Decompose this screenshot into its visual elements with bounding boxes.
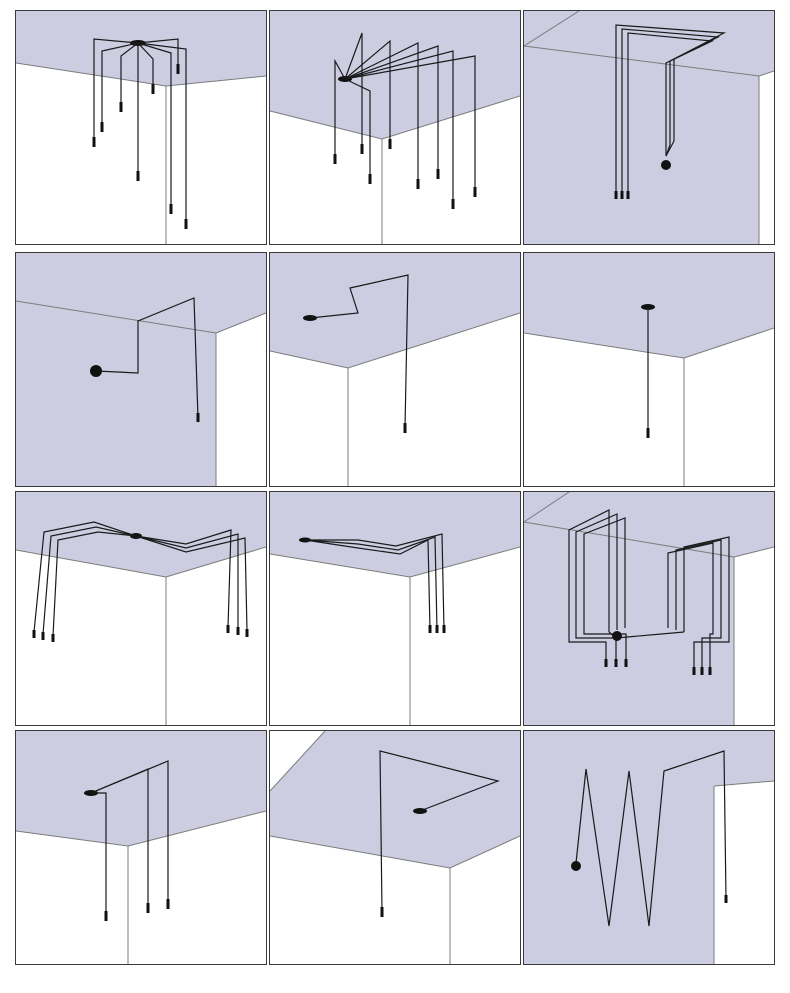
panel-ceiling-split-6 bbox=[15, 491, 267, 726]
panel-ceiling-side-3 bbox=[269, 491, 521, 726]
panel-ceiling-triple-corner bbox=[15, 730, 267, 965]
spider-radial-diagram bbox=[16, 11, 266, 244]
panel-spider-radial-8 bbox=[15, 10, 267, 245]
panel-wall-single-zigzag bbox=[15, 252, 267, 487]
wall-single-zigzag-diagram bbox=[16, 253, 266, 486]
ceiling-split-diagram bbox=[16, 492, 266, 725]
panel-fan-radial-8 bbox=[269, 10, 521, 245]
ceiling-side-diagram bbox=[270, 492, 520, 725]
panel-wall-bundle-3 bbox=[523, 10, 775, 245]
ceiling-triple-corner-diagram bbox=[16, 731, 266, 964]
panel-ceiling-single-zigzag bbox=[269, 252, 521, 487]
panel-wall-w-zigzag bbox=[523, 730, 775, 965]
ceiling-single-straight-diagram bbox=[524, 253, 774, 486]
wall-bundle-diagram bbox=[524, 11, 774, 244]
fan-radial-diagram bbox=[270, 11, 520, 244]
wall-split-diagram bbox=[524, 492, 774, 725]
ceiling-single-zigzag-diagram bbox=[270, 253, 520, 486]
panel-wall-split-6 bbox=[523, 491, 775, 726]
ceiling-single-corner-diagram bbox=[270, 731, 520, 964]
wall-w-zigzag-diagram bbox=[524, 731, 774, 964]
panel-ceiling-single-corner bbox=[269, 730, 521, 965]
panel-ceiling-single-straight bbox=[523, 252, 775, 487]
